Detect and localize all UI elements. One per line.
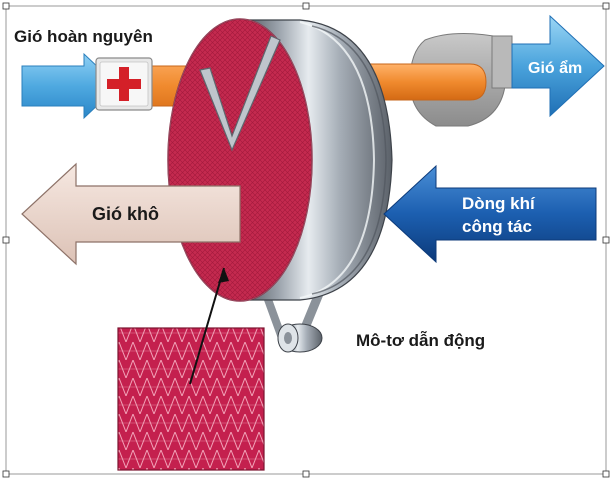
humid-air-duct xyxy=(369,63,487,101)
label-humid-air: Gió ẩm xyxy=(528,59,582,77)
detail-pointer xyxy=(189,267,229,385)
label-regen-air: Gió hoàn nguyên xyxy=(14,27,153,46)
humid-outlet-arrow xyxy=(511,14,605,118)
process-air-arrow xyxy=(383,164,597,264)
label-drive-motor: Mô-tơ dẫn động xyxy=(356,331,485,350)
sector-divider xyxy=(199,35,281,152)
desiccant-wheel-face xyxy=(167,18,313,302)
label-process-air-line1: Dòng khí xyxy=(462,194,536,213)
heater-icon xyxy=(95,57,153,111)
drive-motor-icon xyxy=(277,323,323,353)
dry-outlet-arrow xyxy=(21,162,241,266)
honeycomb-detail xyxy=(117,327,265,471)
label-dry-air: Gió khô xyxy=(92,204,159,224)
label-process-air-line2: công tác xyxy=(462,217,532,236)
